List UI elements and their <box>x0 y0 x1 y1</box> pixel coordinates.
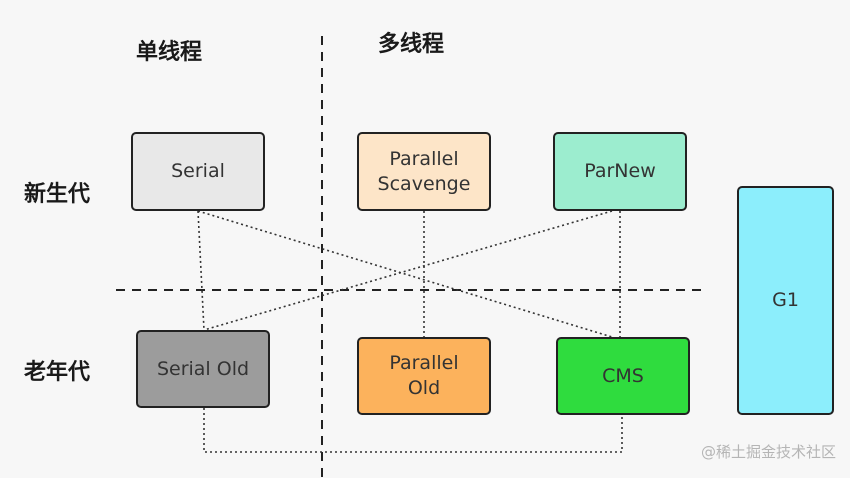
collector-parnew-label: ParNew <box>584 160 656 183</box>
link-serialold-cms <box>203 408 623 453</box>
link-parnew-serialold <box>203 210 613 331</box>
collector-serial-old: Serial Old <box>136 330 270 408</box>
row-label-old-gen: 老年代 <box>24 360 91 385</box>
header-single-thread: 单线程 <box>136 40 203 65</box>
collector-parallel-old: Parallel Old <box>357 337 491 415</box>
collector-g1-label: G1 <box>772 289 799 312</box>
collector-serial: Serial <box>131 132 265 211</box>
collector-g1: G1 <box>737 186 834 415</box>
row-label-young-gen: 新生代 <box>24 182 91 207</box>
header-multi-thread: 多线程 <box>378 32 445 57</box>
collector-parallel-scavenge-label: Parallel Scavenge <box>377 147 471 195</box>
link-serial-cms <box>197 210 613 338</box>
collector-parallel-old-label: Parallel Old <box>389 352 459 399</box>
watermark: @稀土掘金技术社区 <box>700 443 836 461</box>
link-serial-serialold <box>197 210 205 331</box>
collector-cms-label: CMS <box>602 364 644 387</box>
collector-parnew: ParNew <box>553 132 687 211</box>
collector-cms: CMS <box>556 337 690 415</box>
collector-parallel-scavenge: Parallel Scavenge <box>357 132 491 211</box>
collector-serial-old-label: Serial Old <box>156 357 250 380</box>
collector-serial-label: Serial <box>171 160 225 183</box>
